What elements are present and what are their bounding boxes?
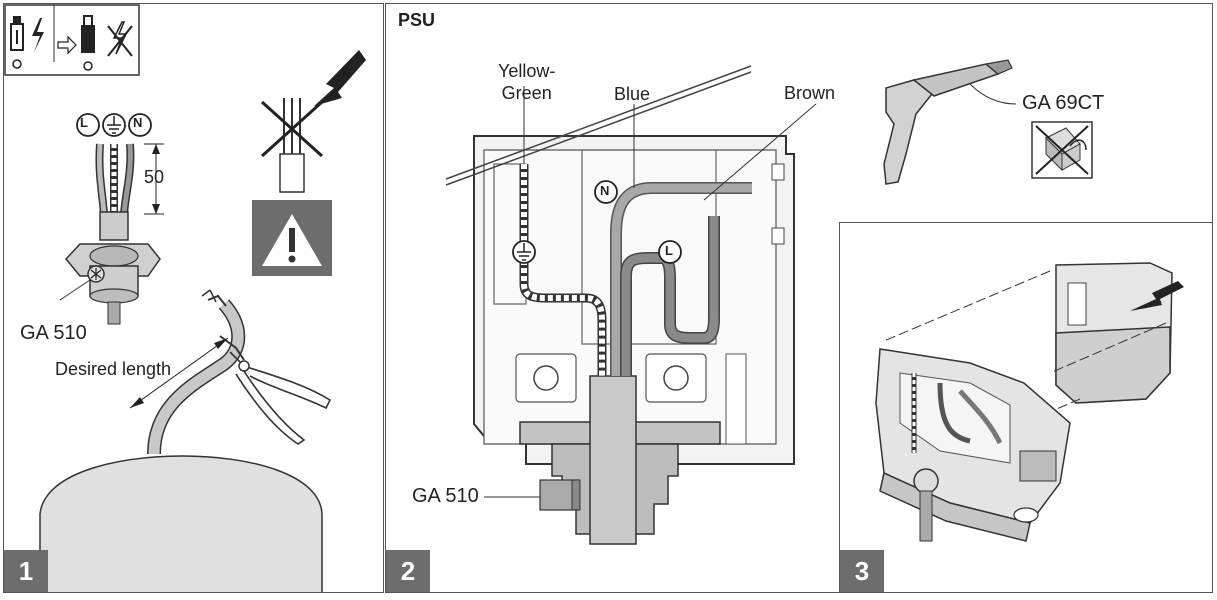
panel-1-illustration <box>4 4 366 592</box>
tool-part-label: GA 69CT <box>1022 92 1105 114</box>
step-badge: 1 <box>4 550 48 592</box>
dimension-line <box>144 143 164 215</box>
cable-cutter <box>147 289 332 455</box>
cable-gland <box>59 243 161 325</box>
brown-wire <box>620 103 817 376</box>
step-badge: 2 <box>386 550 430 592</box>
panel-2-illustration <box>445 59 1093 545</box>
desired-length-dimension <box>129 337 229 409</box>
screwdriver-tool-icon <box>883 59 1093 185</box>
terminal-label-l: L <box>80 115 88 130</box>
psu-cable-gland <box>484 375 721 545</box>
panel-3-illustration <box>875 262 1184 542</box>
psu-title: PSU <box>398 10 436 30</box>
panel-step-1: L N 50 GA 510 Desired length 1 <box>3 3 384 593</box>
gland-part-label: GA 510 <box>412 485 479 507</box>
yellow-green-wire <box>512 86 607 376</box>
psu-base <box>875 348 1071 542</box>
dimension-value: 50 <box>144 167 165 187</box>
blue-label: Blue <box>614 84 651 104</box>
terminal-label-l: L <box>665 243 673 258</box>
luminaire-body <box>39 455 323 592</box>
warning-icon <box>252 200 332 276</box>
cable-wires <box>95 143 135 241</box>
desired-length-label: Desired length <box>55 359 172 379</box>
terminal-markers <box>76 113 152 137</box>
blue-wire <box>594 104 752 376</box>
brown-label: Brown <box>784 83 836 103</box>
panel-step-3: 3 <box>839 222 1213 593</box>
terminal-label-n: N <box>133 115 143 130</box>
terminal-label-n: N <box>600 183 610 198</box>
no-bare-wires-icon <box>260 50 366 193</box>
power-off-icon <box>4 4 140 76</box>
gland-part-label: GA 510 <box>20 322 87 344</box>
step-badge: 3 <box>840 550 884 592</box>
yellow-green-label: Yellow- Green <box>498 61 556 103</box>
psu-cover <box>883 262 1184 466</box>
